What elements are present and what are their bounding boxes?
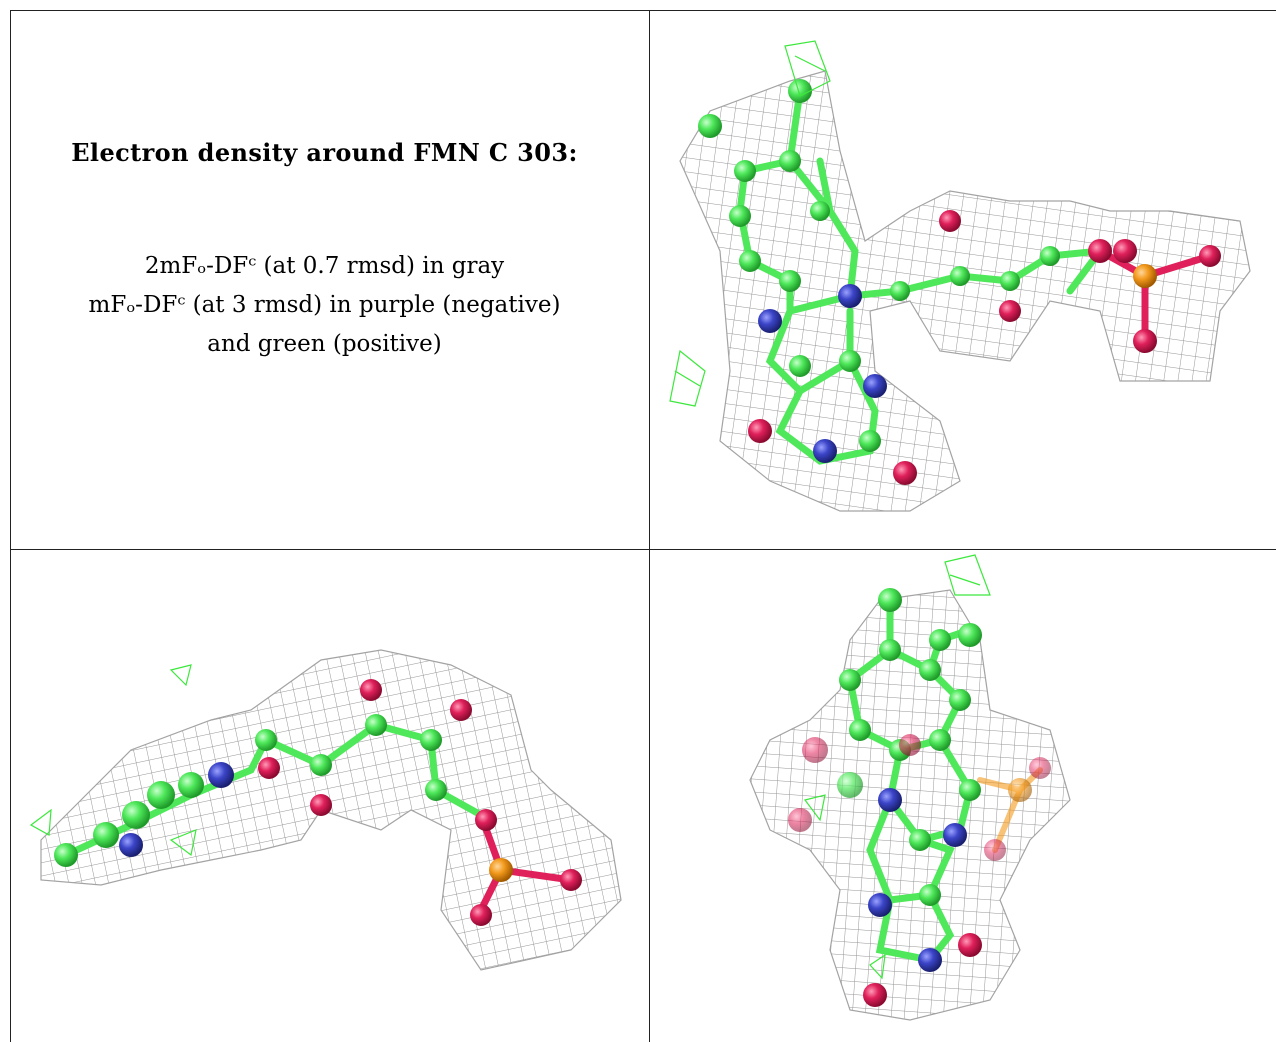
view-bottom-left: [11, 550, 649, 1042]
molecule-view-bottom-left: [29, 649, 622, 971]
view-bottom-right: [650, 550, 1276, 1042]
density-mesh: [40, 649, 622, 971]
caption-line-positive: and green (positive): [207, 331, 442, 357]
caption-title: Electron density around FMN C 303:: [71, 138, 578, 167]
caption-line-gray-map: 2mFₒ-DFᶜ (at 0.7 rmsd) in gray: [144, 253, 505, 279]
caption-cell: Electron density around FMN C 303: 2mFₒ-…: [12, 10, 637, 540]
caption-line-difference-map: mFₒ-DFᶜ (at 3 rmsd) in purple (negative): [88, 292, 561, 318]
view-top-right: [650, 11, 1276, 549]
molecule-view-top-right: [669, 40, 1251, 512]
table-border-top: [10, 10, 1276, 11]
molecule-view-bottom-right: [749, 554, 1071, 1021]
table-border-left: [10, 10, 11, 1042]
atoms: [698, 79, 1221, 485]
density-mesh: [679, 70, 1251, 512]
table-divider-vertical: [649, 10, 650, 1042]
positive-density-blobs: [669, 40, 831, 407]
caption-description: 2mFₒ-DFᶜ (at 0.7 rmsd) in gray mFₒ-DFᶜ (…: [12, 247, 637, 364]
table-divider-horizontal: [10, 549, 1276, 550]
density-mesh: [749, 589, 1071, 1021]
